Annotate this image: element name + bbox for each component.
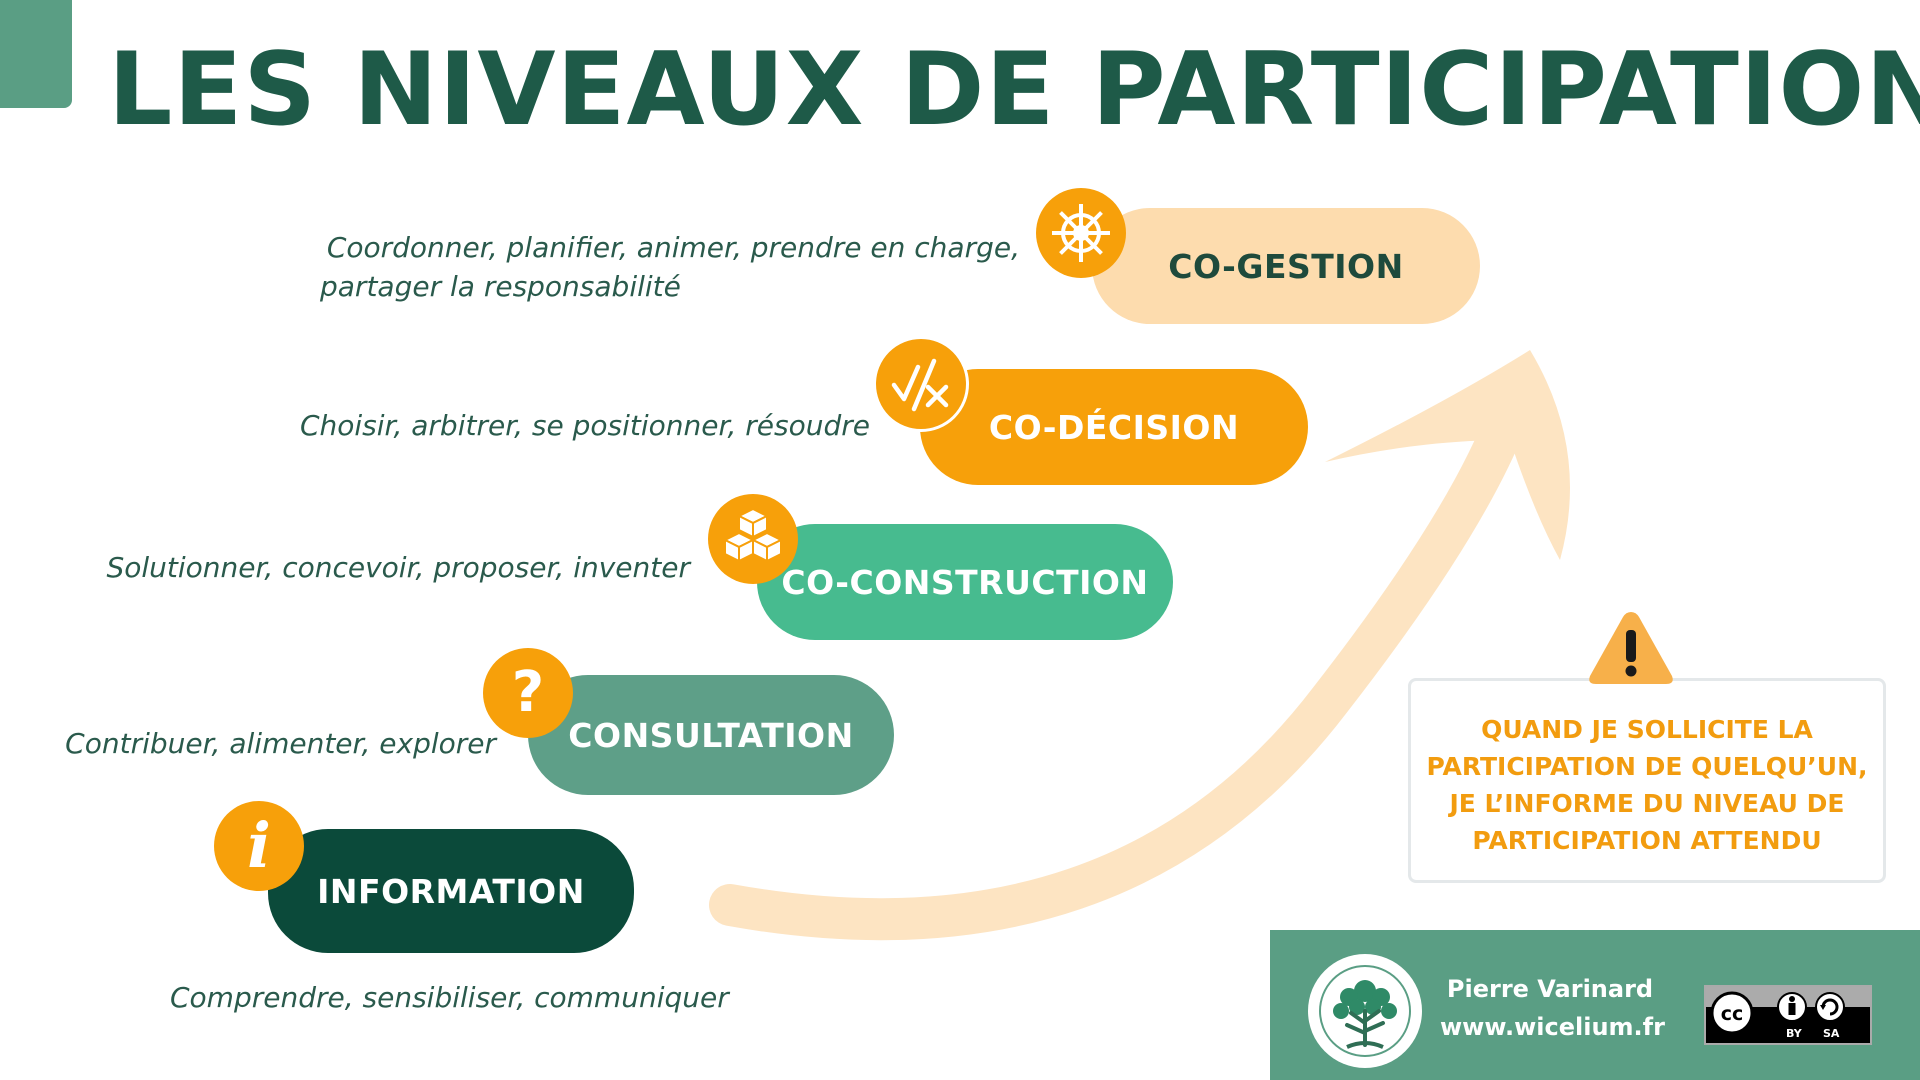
level-label: CO-CONSTRUCTION — [781, 562, 1149, 602]
check-cross-icon — [873, 336, 969, 432]
warning-message: QUAND JE SOLLICITE LA PARTICIPATION DE Q… — [1426, 715, 1868, 855]
level-label: CONSULTATION — [568, 715, 854, 755]
cubes-icon — [708, 494, 798, 584]
level-co-decision: CO-DÉCISION — [920, 369, 1308, 485]
level-label: INFORMATION — [317, 871, 585, 911]
warning-box: QUAND JE SOLLICITE LA PARTICIPATION DE Q… — [1408, 678, 1886, 883]
svg-text:cc: cc — [1721, 1003, 1744, 1025]
warning-icon — [1589, 612, 1673, 684]
level-label: CO-DÉCISION — [988, 407, 1240, 447]
level-co-construction: CO-CONSTRUCTION — [757, 524, 1173, 640]
cc-by-sa-icon: cc BY SA — [1704, 985, 1872, 1045]
ship-wheel-icon — [1036, 188, 1126, 278]
question-icon: ? — [483, 648, 573, 738]
level-consultation: CONSULTATION — [528, 675, 894, 795]
info-icon: i — [214, 801, 304, 891]
corner-accent — [0, 0, 72, 108]
level-description: Comprendre, sensibiliser, communiquer — [170, 981, 729, 1014]
level-description: Solutionner, concevoir, proposer, invent… — [106, 551, 690, 584]
footer-bar: Pierre Varinard www.wicelium.fr cc BY SA — [1270, 930, 1920, 1080]
level-co-gestion: CO-GESTION — [1092, 208, 1480, 324]
level-description: Choisir, arbitrer, se positionner, résou… — [299, 409, 870, 442]
author-info: Pierre Varinard www.wicelium.fr — [1440, 970, 1665, 1046]
level-description: Coordonner, planifier, animer, prendre e… — [320, 231, 1020, 303]
level-information: INFORMATION — [268, 829, 634, 953]
level-label: CO-GESTION — [1168, 246, 1404, 286]
author-name: Pierre Varinard — [1446, 975, 1654, 1003]
website-link: www.wicelium.fr — [1440, 1013, 1665, 1041]
page-title: LES NIVEAUX DE PARTICIPATION — [108, 30, 1920, 148]
tree-logo-icon — [1308, 954, 1422, 1068]
level-description: Contribuer, alimenter, explorer — [65, 727, 496, 760]
